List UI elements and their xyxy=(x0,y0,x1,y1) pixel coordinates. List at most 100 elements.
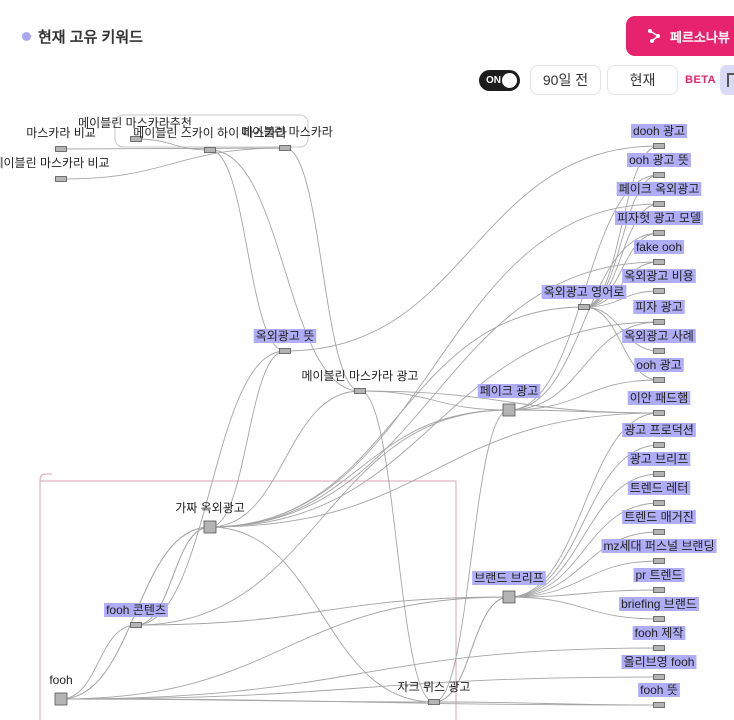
keyword-label-highlight xyxy=(622,423,696,437)
persona-view-button[interactable]: 페르소나뷰 xyxy=(626,16,734,56)
keyword-node-marker[interactable] xyxy=(428,699,440,705)
keyword-node-label: 광고 브리프 xyxy=(630,452,689,466)
graph-edge xyxy=(433,701,660,706)
graph-edge xyxy=(60,647,660,700)
keyword-node[interactable]: 자크 뮈스 광고 xyxy=(398,680,471,705)
keyword-node-marker[interactable] xyxy=(130,622,142,628)
keyword-node[interactable]: 피자헛 광고 모델 xyxy=(615,211,703,236)
period-now-button[interactable]: 현재 xyxy=(607,65,678,95)
keyword-node-marker[interactable] xyxy=(653,377,665,383)
keyword-node[interactable]: fooh 콘텐츠 xyxy=(104,603,168,628)
keyword-node[interactable]: 메이블린 마스카라추천 xyxy=(78,115,192,142)
keyword-node-marker[interactable] xyxy=(653,348,665,354)
keyword-node[interactable]: 가짜 옥외광고 xyxy=(175,501,245,534)
keyword-node[interactable]: pr 트렌드 xyxy=(633,568,685,593)
keyword-node[interactable]: 메이블린 마스카라 비교 xyxy=(0,156,110,182)
keyword-node-marker[interactable] xyxy=(578,304,590,310)
keyword-node[interactable]: dooh 광고 xyxy=(630,124,688,149)
keyword-node[interactable]: 옥외광고 영어로 xyxy=(541,285,627,310)
keyword-node-marker[interactable] xyxy=(54,692,68,706)
keyword-node[interactable]: 옥외광고 비용 xyxy=(622,269,696,294)
keyword-node-marker[interactable] xyxy=(653,259,665,265)
graph-edge xyxy=(209,261,660,528)
keyword-node-marker[interactable] xyxy=(55,176,67,182)
keyword-node-marker[interactable] xyxy=(653,645,665,651)
fullscreen-button[interactable] xyxy=(720,65,734,95)
keyword-node-marker[interactable] xyxy=(354,388,366,394)
keyword-node-marker[interactable] xyxy=(653,201,665,207)
keyword-node-marker[interactable] xyxy=(653,500,665,506)
keyword-node-marker[interactable] xyxy=(653,674,665,680)
keyword-node-marker[interactable] xyxy=(203,520,217,534)
keyword-node-marker[interactable] xyxy=(653,319,665,325)
keyword-label-highlight xyxy=(632,626,686,640)
graph-edge xyxy=(135,596,510,626)
keyword-node-label: pr 트렌드 xyxy=(635,568,682,582)
keyword-node-marker[interactable] xyxy=(653,172,665,178)
keyword-node-label: ooh 광고 xyxy=(636,358,681,372)
keyword-node[interactable]: 이안 패드햄 xyxy=(627,391,691,416)
keyword-node-marker[interactable] xyxy=(653,471,665,477)
keyword-node-marker[interactable] xyxy=(653,616,665,622)
period-90days-button[interactable]: 90일 전 xyxy=(530,65,601,95)
keyword-node-label: 피자 광고 xyxy=(635,300,683,314)
keyword-label-highlight xyxy=(627,391,691,405)
keyword-label-highlight xyxy=(601,539,717,553)
keyword-label-highlight xyxy=(541,285,627,299)
keyword-node-marker[interactable] xyxy=(279,348,291,354)
keyword-node[interactable]: ooh 광고 뜻 xyxy=(627,153,691,178)
keyword-node[interactable]: 메이블린 마스카라 광고 xyxy=(301,369,419,394)
keyword-node-marker[interactable] xyxy=(279,145,291,151)
keyword-node-marker[interactable] xyxy=(55,146,67,152)
graph-edge xyxy=(508,589,660,598)
keyword-node-marker[interactable] xyxy=(653,143,665,149)
keyword-node[interactable]: 페이크 옥외광고 xyxy=(616,182,702,207)
keyword-node[interactable]: 메이블린 마스카라 xyxy=(241,125,333,151)
keyword-node-marker[interactable] xyxy=(653,410,665,416)
keyword-node[interactable]: fooh 제작 xyxy=(632,626,686,651)
keyword-node[interactable]: 페이크 광고 xyxy=(477,384,541,417)
keyword-node-label: 브랜드 브리프 xyxy=(474,571,544,585)
keyword-node[interactable]: briefing 브랜드 xyxy=(619,597,699,622)
graph-edge xyxy=(135,409,510,626)
keyword-node-marker[interactable] xyxy=(502,403,516,417)
keyword-node[interactable]: 트렌드 매거진 xyxy=(622,510,696,535)
keyword-node[interactable]: 마스카라 비교 xyxy=(26,126,96,152)
keyword-node[interactable]: fake ooh xyxy=(633,240,685,265)
keyword-node[interactable]: 브랜드 브리프 xyxy=(472,571,546,604)
keyword-node[interactable]: fooh 뜻 xyxy=(638,683,680,708)
keyword-node[interactable]: 올리브영 fooh xyxy=(621,655,697,680)
keyword-node[interactable]: 메이블린 스카이 하이 마스카라 xyxy=(133,126,287,153)
toggle-knob xyxy=(502,73,517,88)
keyword-node[interactable]: 옥외광고 뜻 xyxy=(253,329,317,354)
on-toggle[interactable]: ON xyxy=(479,70,520,91)
keyword-node-label: fooh 제작 xyxy=(635,626,684,640)
keyword-node-marker[interactable] xyxy=(653,702,665,708)
keyword-node-marker[interactable] xyxy=(653,529,665,535)
graph-edge xyxy=(508,596,660,620)
keyword-node-marker[interactable] xyxy=(130,136,142,142)
keyword-node-marker[interactable] xyxy=(653,288,665,294)
keyword-node-marker[interactable] xyxy=(653,587,665,593)
keyword-node-marker[interactable] xyxy=(653,558,665,564)
keyword-node-marker[interactable] xyxy=(653,230,665,236)
keyword-node[interactable]: 피자 광고 xyxy=(633,300,685,325)
keyword-node[interactable]: mz세대 퍼스널 브랜딩 xyxy=(601,539,717,564)
keyword-node-marker[interactable] xyxy=(502,590,516,604)
graph-edge xyxy=(209,409,510,528)
keyword-node[interactable]: fooh xyxy=(49,673,73,706)
keyword-label-highlight xyxy=(621,655,697,669)
keyword-node[interactable]: ooh 광고 xyxy=(634,358,684,383)
graph-edge xyxy=(583,203,660,308)
keyword-node-marker[interactable] xyxy=(204,147,216,153)
keyword-node-label: 옥외광고 영어로 xyxy=(544,285,625,299)
keyword-node[interactable]: 트렌드 레터 xyxy=(627,481,691,506)
graph-edge xyxy=(583,145,660,308)
keyword-node[interactable]: 광고 브리프 xyxy=(627,452,691,477)
keyword-node-label: 올리브영 fooh xyxy=(624,655,695,669)
graph-edge xyxy=(508,473,660,598)
keyword-node[interactable]: 광고 프로덕션 xyxy=(622,423,696,448)
keyword-node[interactable]: 옥외광고 사례 xyxy=(622,329,696,354)
keyword-node-label: 페이크 광고 xyxy=(480,384,539,398)
keyword-node-marker[interactable] xyxy=(653,442,665,448)
